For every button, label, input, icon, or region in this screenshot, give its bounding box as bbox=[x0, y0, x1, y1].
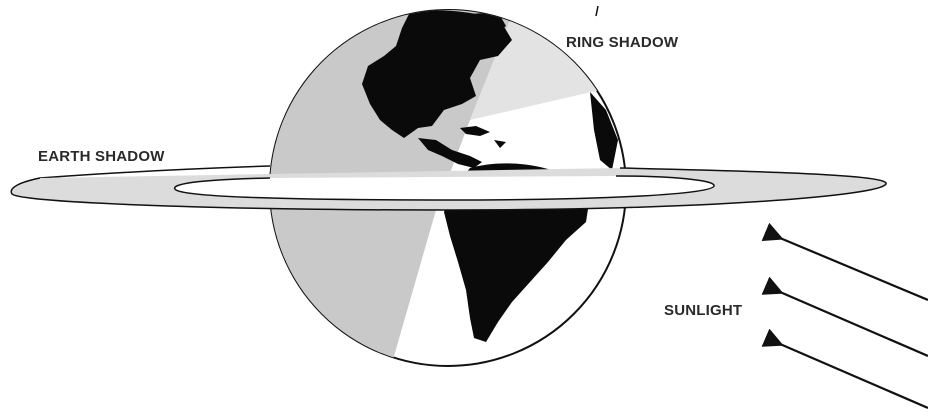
arrow-icon bbox=[780, 344, 928, 408]
ring-inner bbox=[175, 176, 714, 200]
sunlight-arrows bbox=[780, 238, 928, 408]
sunlight-label: SUNLIGHT bbox=[664, 302, 742, 319]
ring-front bbox=[11, 168, 886, 210]
arrow-icon bbox=[780, 292, 928, 356]
ring-shadow-label: RING SHADOW bbox=[566, 34, 678, 51]
arrow-icon bbox=[780, 238, 928, 300]
ring-shadow-tick bbox=[596, 6, 598, 16]
earth-shadow-label: EARTH SHADOW bbox=[38, 148, 165, 165]
